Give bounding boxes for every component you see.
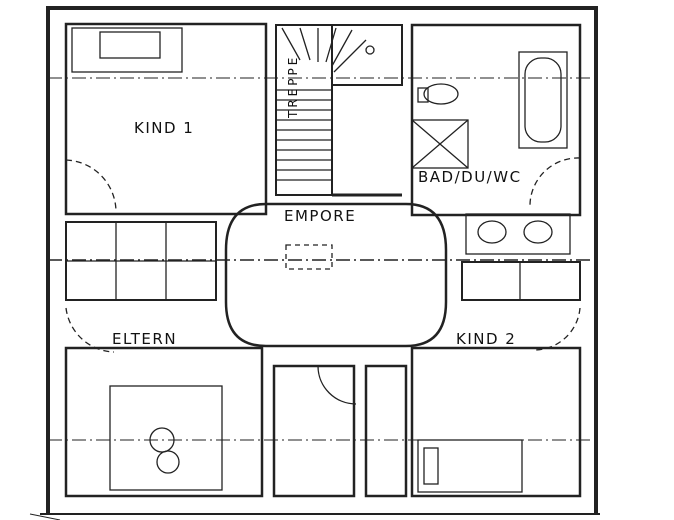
empore-outline: [224, 202, 448, 348]
outer-wall: [46, 6, 598, 515]
shower: [411, 119, 469, 169]
kind1-bed: [71, 27, 183, 73]
closet-right: [461, 261, 581, 301]
double-bed: [109, 385, 223, 491]
kind1-walls: [64, 22, 268, 216]
room-label-treppe: TREPPE: [286, 54, 300, 118]
room-label-kind1: KIND 1: [134, 119, 195, 137]
kind2-walls: [410, 346, 582, 498]
room-label-eltern: ELTERN: [112, 330, 178, 348]
toilet: [423, 83, 459, 105]
room-label-kind2: KIND 2: [456, 330, 517, 348]
eltern-walls: [64, 346, 264, 498]
sink-counter: [465, 213, 571, 255]
room-label-bad: BAD/DU/WC: [418, 168, 522, 186]
bathtub: [518, 51, 568, 149]
room-label-empore: EMPORE: [284, 207, 357, 225]
